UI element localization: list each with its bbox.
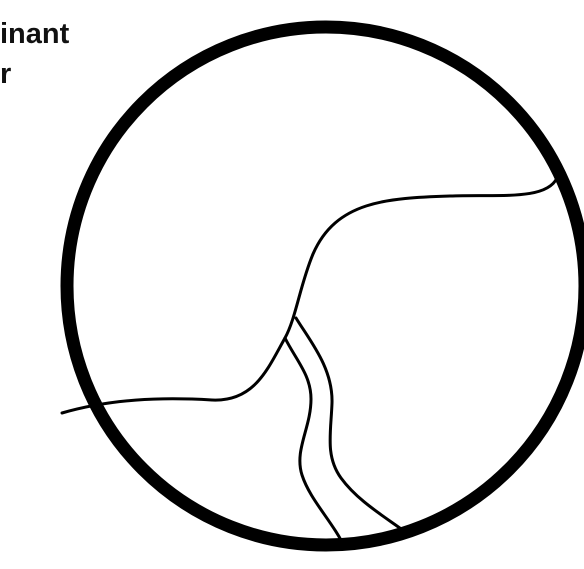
- channel-left-edge: [285, 338, 345, 548]
- circle-outline: [67, 27, 584, 545]
- upper-boundary-line: [62, 178, 557, 413]
